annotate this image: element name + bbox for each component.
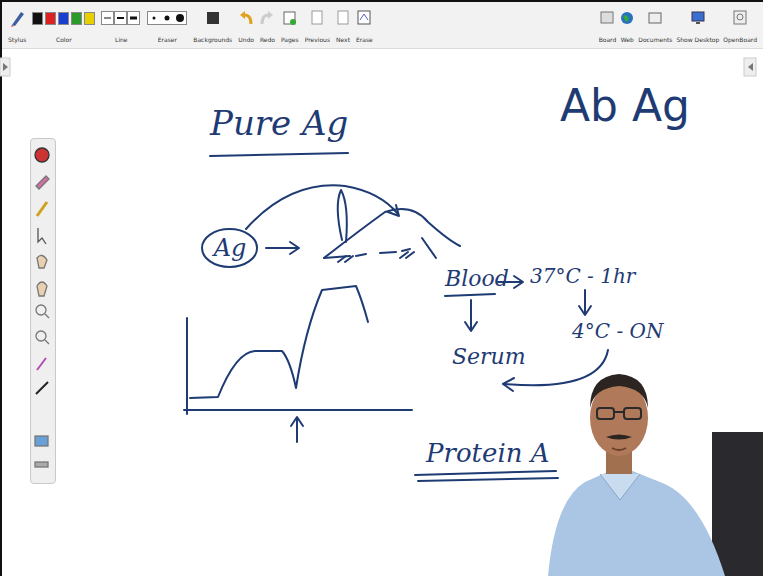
tool-label: Show Desktop bbox=[676, 36, 719, 43]
background-icon bbox=[206, 11, 220, 25]
redo-icon bbox=[260, 10, 274, 26]
tool-label: Next bbox=[336, 36, 350, 43]
tool-item: Board bbox=[599, 6, 617, 43]
eraser-icon bbox=[147, 11, 187, 25]
tool-item: Pages bbox=[281, 6, 299, 43]
undo-icon bbox=[239, 10, 253, 26]
step-label: 4°C - ON bbox=[572, 321, 663, 341]
tool-label: Board bbox=[599, 36, 617, 43]
tool-label: Stylus bbox=[8, 36, 26, 43]
tool-item: Eraser bbox=[147, 6, 187, 43]
top-toolbar: Stylus Color Line Eraser Backgrounds Und… bbox=[2, 2, 763, 49]
tool-label: Color bbox=[56, 36, 72, 43]
tool-item: Web bbox=[620, 6, 634, 43]
tool-item: Stylus bbox=[8, 6, 26, 43]
tool-label: OpenBoard bbox=[723, 36, 757, 43]
tool-label: Eraser bbox=[158, 36, 177, 43]
tool-label: Undo bbox=[238, 36, 254, 43]
tool-label: Pages bbox=[281, 36, 299, 43]
node-text: Ag bbox=[214, 236, 247, 260]
heading-text: Ab Ag bbox=[560, 84, 690, 128]
tool-item: Redo bbox=[260, 6, 275, 43]
previous-icon bbox=[311, 10, 323, 26]
step-label: Serum bbox=[452, 346, 526, 368]
pages-icon bbox=[283, 10, 297, 26]
tool-item: Previous bbox=[305, 6, 330, 43]
tool-item: Line bbox=[101, 6, 141, 43]
tool-label: Backgrounds bbox=[193, 36, 232, 43]
tool-group: Board Web Documents Show Desktop OpenBoa… bbox=[599, 6, 757, 43]
erase-icon bbox=[357, 10, 371, 26]
openboard-icon bbox=[733, 10, 747, 26]
heading-text: Protein A bbox=[426, 440, 550, 466]
presenter-photo bbox=[548, 374, 763, 576]
antigen-circle: Ag bbox=[201, 228, 258, 268]
web-icon bbox=[620, 10, 634, 26]
tool-label: Line bbox=[115, 36, 128, 43]
tool-item: Next bbox=[336, 6, 350, 43]
stylus-icon bbox=[9, 9, 25, 27]
tool-label: Redo bbox=[260, 36, 275, 43]
heading-text: Pure Ag bbox=[210, 106, 348, 140]
line-icon bbox=[101, 11, 141, 25]
tool-label: Previous bbox=[305, 36, 330, 43]
tool-label: Web bbox=[621, 36, 634, 43]
tool-item: Show Desktop bbox=[676, 6, 719, 43]
tool-item: Undo bbox=[238, 6, 254, 43]
documents-icon bbox=[648, 10, 662, 26]
left-toolbar bbox=[30, 138, 56, 484]
step-label: 37°C - 1hr bbox=[530, 266, 635, 286]
tool-item: Color bbox=[32, 6, 95, 43]
desktop-icon bbox=[691, 10, 705, 26]
tool-item: Backgrounds bbox=[193, 6, 232, 43]
next-icon bbox=[337, 10, 349, 26]
tool-item: OpenBoard bbox=[723, 6, 757, 43]
board-icon bbox=[600, 10, 614, 26]
tool-label: Erase bbox=[356, 36, 373, 43]
step-label: Blood bbox=[445, 268, 509, 290]
tool-item: Erase bbox=[356, 6, 373, 43]
tool-item: Documents bbox=[638, 6, 672, 43]
tool-group: Stylus Color Line Eraser Backgrounds Und… bbox=[8, 6, 373, 43]
tool-label: Documents bbox=[638, 36, 672, 43]
